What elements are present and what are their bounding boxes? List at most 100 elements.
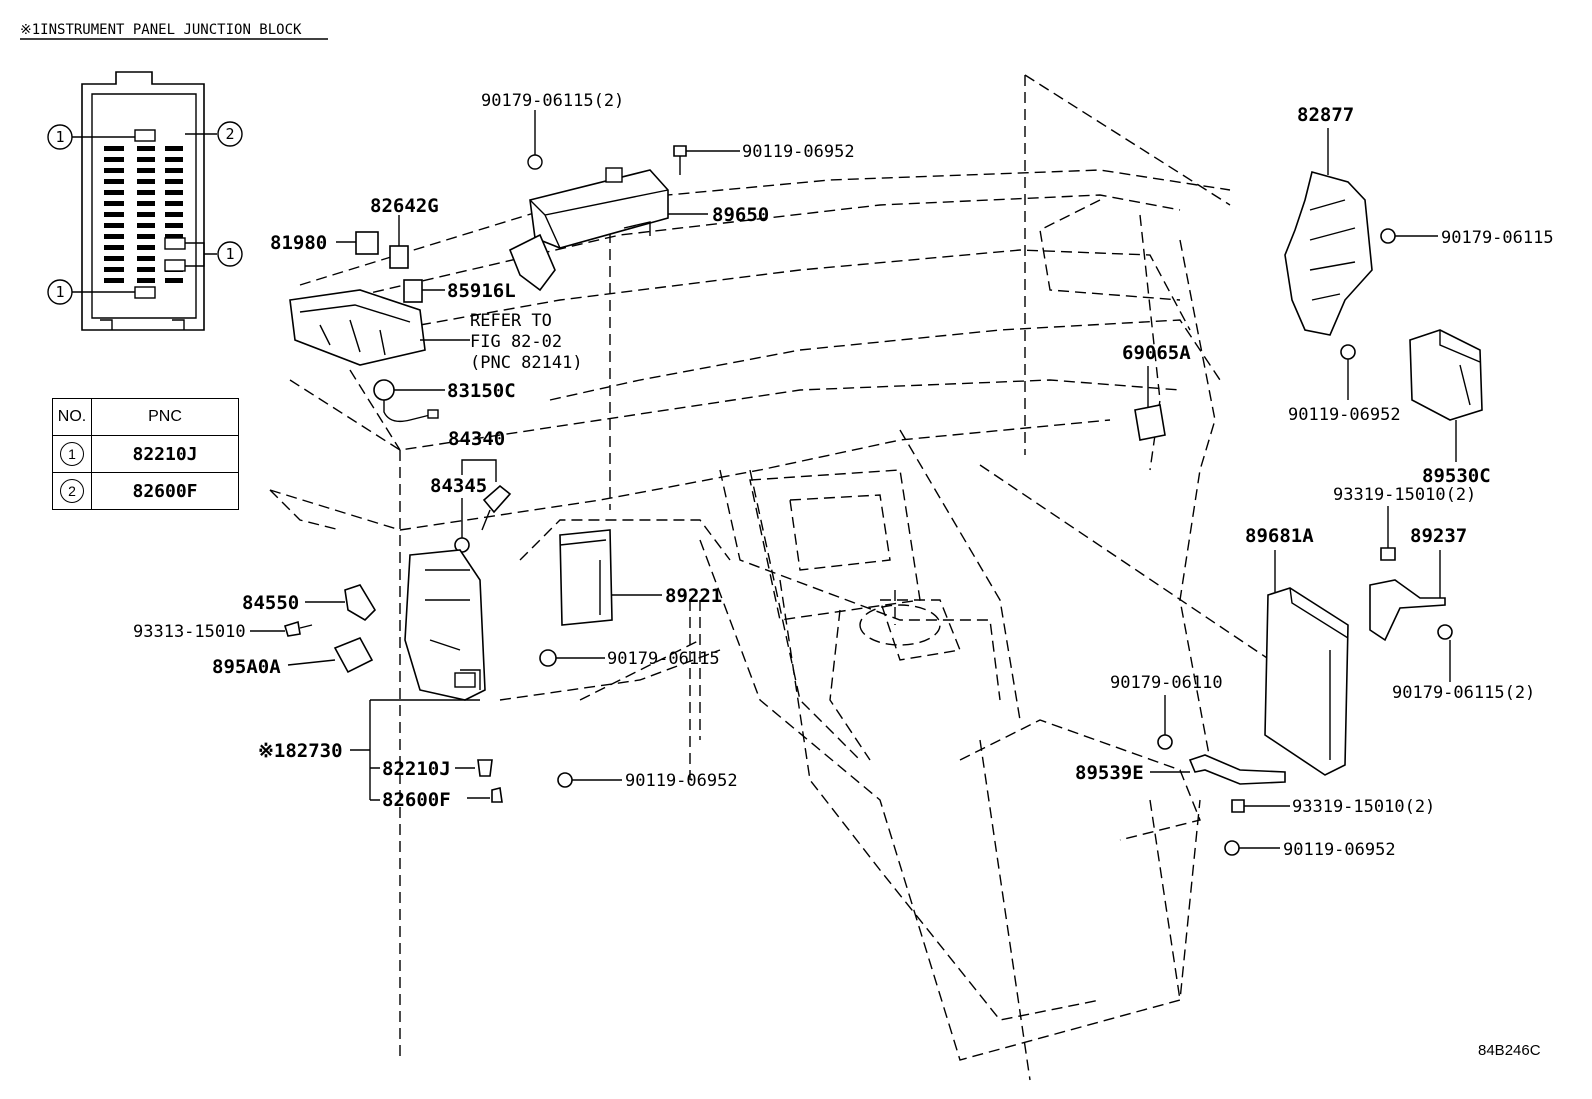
fuse-slot — [137, 157, 155, 162]
pnc-table-header-row: NO. PNC — [52, 398, 239, 436]
fuse-slot — [137, 179, 155, 184]
fuse-slot — [165, 201, 183, 206]
label-89650: 89650 — [712, 204, 769, 226]
fuse-slot — [104, 278, 124, 283]
label-82877: 82877 — [1297, 104, 1354, 126]
part-69065A: 69065A — [1122, 342, 1191, 441]
fuse-slot — [137, 168, 155, 173]
fuse-slot — [165, 223, 183, 228]
label-85916L: 85916L — [447, 280, 516, 302]
junction-block-fuse-slots — [104, 146, 183, 283]
pnc-row-1-no: 1 — [60, 442, 84, 466]
bolt-90179-06115-2-right: 90179-06115(2) — [1392, 624, 1535, 703]
label-69065A: 69065A — [1122, 342, 1191, 364]
callout-2: 2 — [225, 125, 234, 143]
label-82730: ※182730 — [258, 740, 343, 762]
bolt-90179-06110: 90179-06110 — [1110, 673, 1223, 750]
part-83150C: 83150C — [373, 379, 516, 423]
callout-1-right: 1 — [225, 245, 234, 263]
label-83150C: 83150C — [447, 380, 516, 402]
label-93319-15010-2-top: 93319-15010(2) — [1333, 485, 1476, 505]
label-90119-06952-bottom: 90119-06952 — [625, 771, 738, 791]
label-89530C: 89530C — [1422, 465, 1491, 487]
label-82642G: 82642G — [370, 195, 439, 217]
label-90179-06115-mid: 90179-06115 — [607, 649, 720, 669]
fuse-slot — [165, 179, 183, 184]
fuse-slot — [104, 157, 124, 162]
fuse-slot — [165, 278, 183, 283]
label-90179-06110: 90179-06110 — [1110, 673, 1223, 693]
fuse-slot — [104, 179, 124, 184]
label-90179-06115-right: 90179-06115 — [1441, 228, 1554, 248]
label-93313-15010: 93313-15010 — [133, 622, 246, 642]
label-82600F: 82600F — [382, 789, 451, 811]
fuse-slot — [104, 223, 124, 228]
bolt-90179-06115-mid: 90179-06115 — [539, 649, 720, 669]
part-82730-callouts: ※182730 82210J 82600F — [258, 699, 503, 811]
pnc-row-2-pnc: 82600F — [91, 472, 239, 510]
part-82730-bracket — [404, 549, 486, 701]
fuse-slot — [137, 267, 155, 272]
junction-block-detail: 1 2 1 1 — [47, 71, 243, 331]
callout-1-upper: 1 — [55, 128, 64, 146]
bolt-90119-06952-bottom-right: 90119-06952 — [1224, 840, 1396, 860]
label-93319-15010-2-bottom: 93319-15010(2) — [1292, 797, 1435, 817]
fuse-slot — [137, 201, 155, 206]
part-89650-group: 89650 — [508, 167, 769, 292]
diagram-title: ※1INSTRUMENT PANEL JUNCTION BLOCK — [20, 22, 302, 38]
fuse-slot — [104, 201, 124, 206]
part-89221: 89221 — [559, 529, 722, 626]
label-90119-06952-top: 90119-06952 — [742, 142, 855, 162]
fuse-slot — [165, 157, 183, 162]
pnc-table: NO. PNC 1 82210J 2 82600F — [52, 398, 239, 510]
part-84550: 84550 — [242, 584, 377, 622]
fuse-slot — [137, 223, 155, 228]
callout-circle-1-upper — [47, 124, 73, 150]
bolt-90119-06952-right: 90119-06952 — [1288, 344, 1401, 425]
label-89237: 89237 — [1410, 525, 1467, 547]
part-895A0A: 895A0A — [212, 636, 374, 678]
label-84550: 84550 — [242, 592, 299, 614]
table-row: 1 82210J — [52, 435, 239, 473]
label-90119-06952-right: 90119-06952 — [1288, 405, 1401, 425]
part-89237: 89237 — [1369, 525, 1467, 642]
label-89681A: 89681A — [1245, 525, 1314, 547]
fuse-slot — [137, 234, 155, 239]
label-84345: 84345 — [430, 475, 487, 497]
callout-1-lower: 1 — [55, 283, 64, 301]
fuse-slot — [137, 146, 155, 151]
label-81980: 81980 — [270, 232, 327, 254]
bolt-90179-06115-right: 90179-06115 — [1380, 228, 1554, 248]
label-refer-line2: FIG 82-02 — [470, 332, 562, 352]
fuse-slot — [104, 234, 124, 239]
fuse-slot — [165, 234, 183, 239]
label-84340: 84340 — [448, 428, 505, 450]
bolt-90119-06952-bottom: 90119-06952 — [557, 771, 738, 791]
fuse-slot — [165, 212, 183, 217]
fuse-slot — [104, 168, 124, 173]
label-90119-06952-bottom-right: 90119-06952 — [1283, 840, 1396, 860]
pnc-row-1-pnc: 82210J — [91, 435, 239, 473]
fuse-slot — [104, 190, 124, 195]
relay-cluster: 81980 82642G 85916L REFER TO FIG 82-02 (… — [270, 195, 583, 373]
label-refer-line1: REFER TO — [470, 311, 552, 331]
label-895A0A: 895A0A — [212, 656, 281, 678]
part-89681A: 89681A — [1245, 525, 1349, 776]
fuse-slot — [104, 146, 124, 151]
fuse-slot — [137, 212, 155, 217]
bolt-93313-15010: 93313-15010 — [133, 620, 313, 642]
bolt-93319-15010-bottom: 93319-15010(2) — [1231, 797, 1435, 817]
pnc-table-col-pnc: PNC — [91, 398, 239, 436]
fuse-slot — [104, 245, 124, 250]
fuse-slot — [165, 146, 183, 151]
fuse-slot — [137, 256, 155, 261]
part-84340-group: 84340 84345 — [430, 428, 512, 553]
fuse-slot — [165, 190, 183, 195]
label-89539E: 89539E — [1075, 762, 1144, 784]
part-89530C: 89530C — [1409, 329, 1491, 487]
fuse-slot — [137, 278, 155, 283]
fuse-slot — [104, 267, 124, 272]
fuse-slot — [165, 168, 183, 173]
figure-id: 84B246C — [1478, 1042, 1541, 1059]
